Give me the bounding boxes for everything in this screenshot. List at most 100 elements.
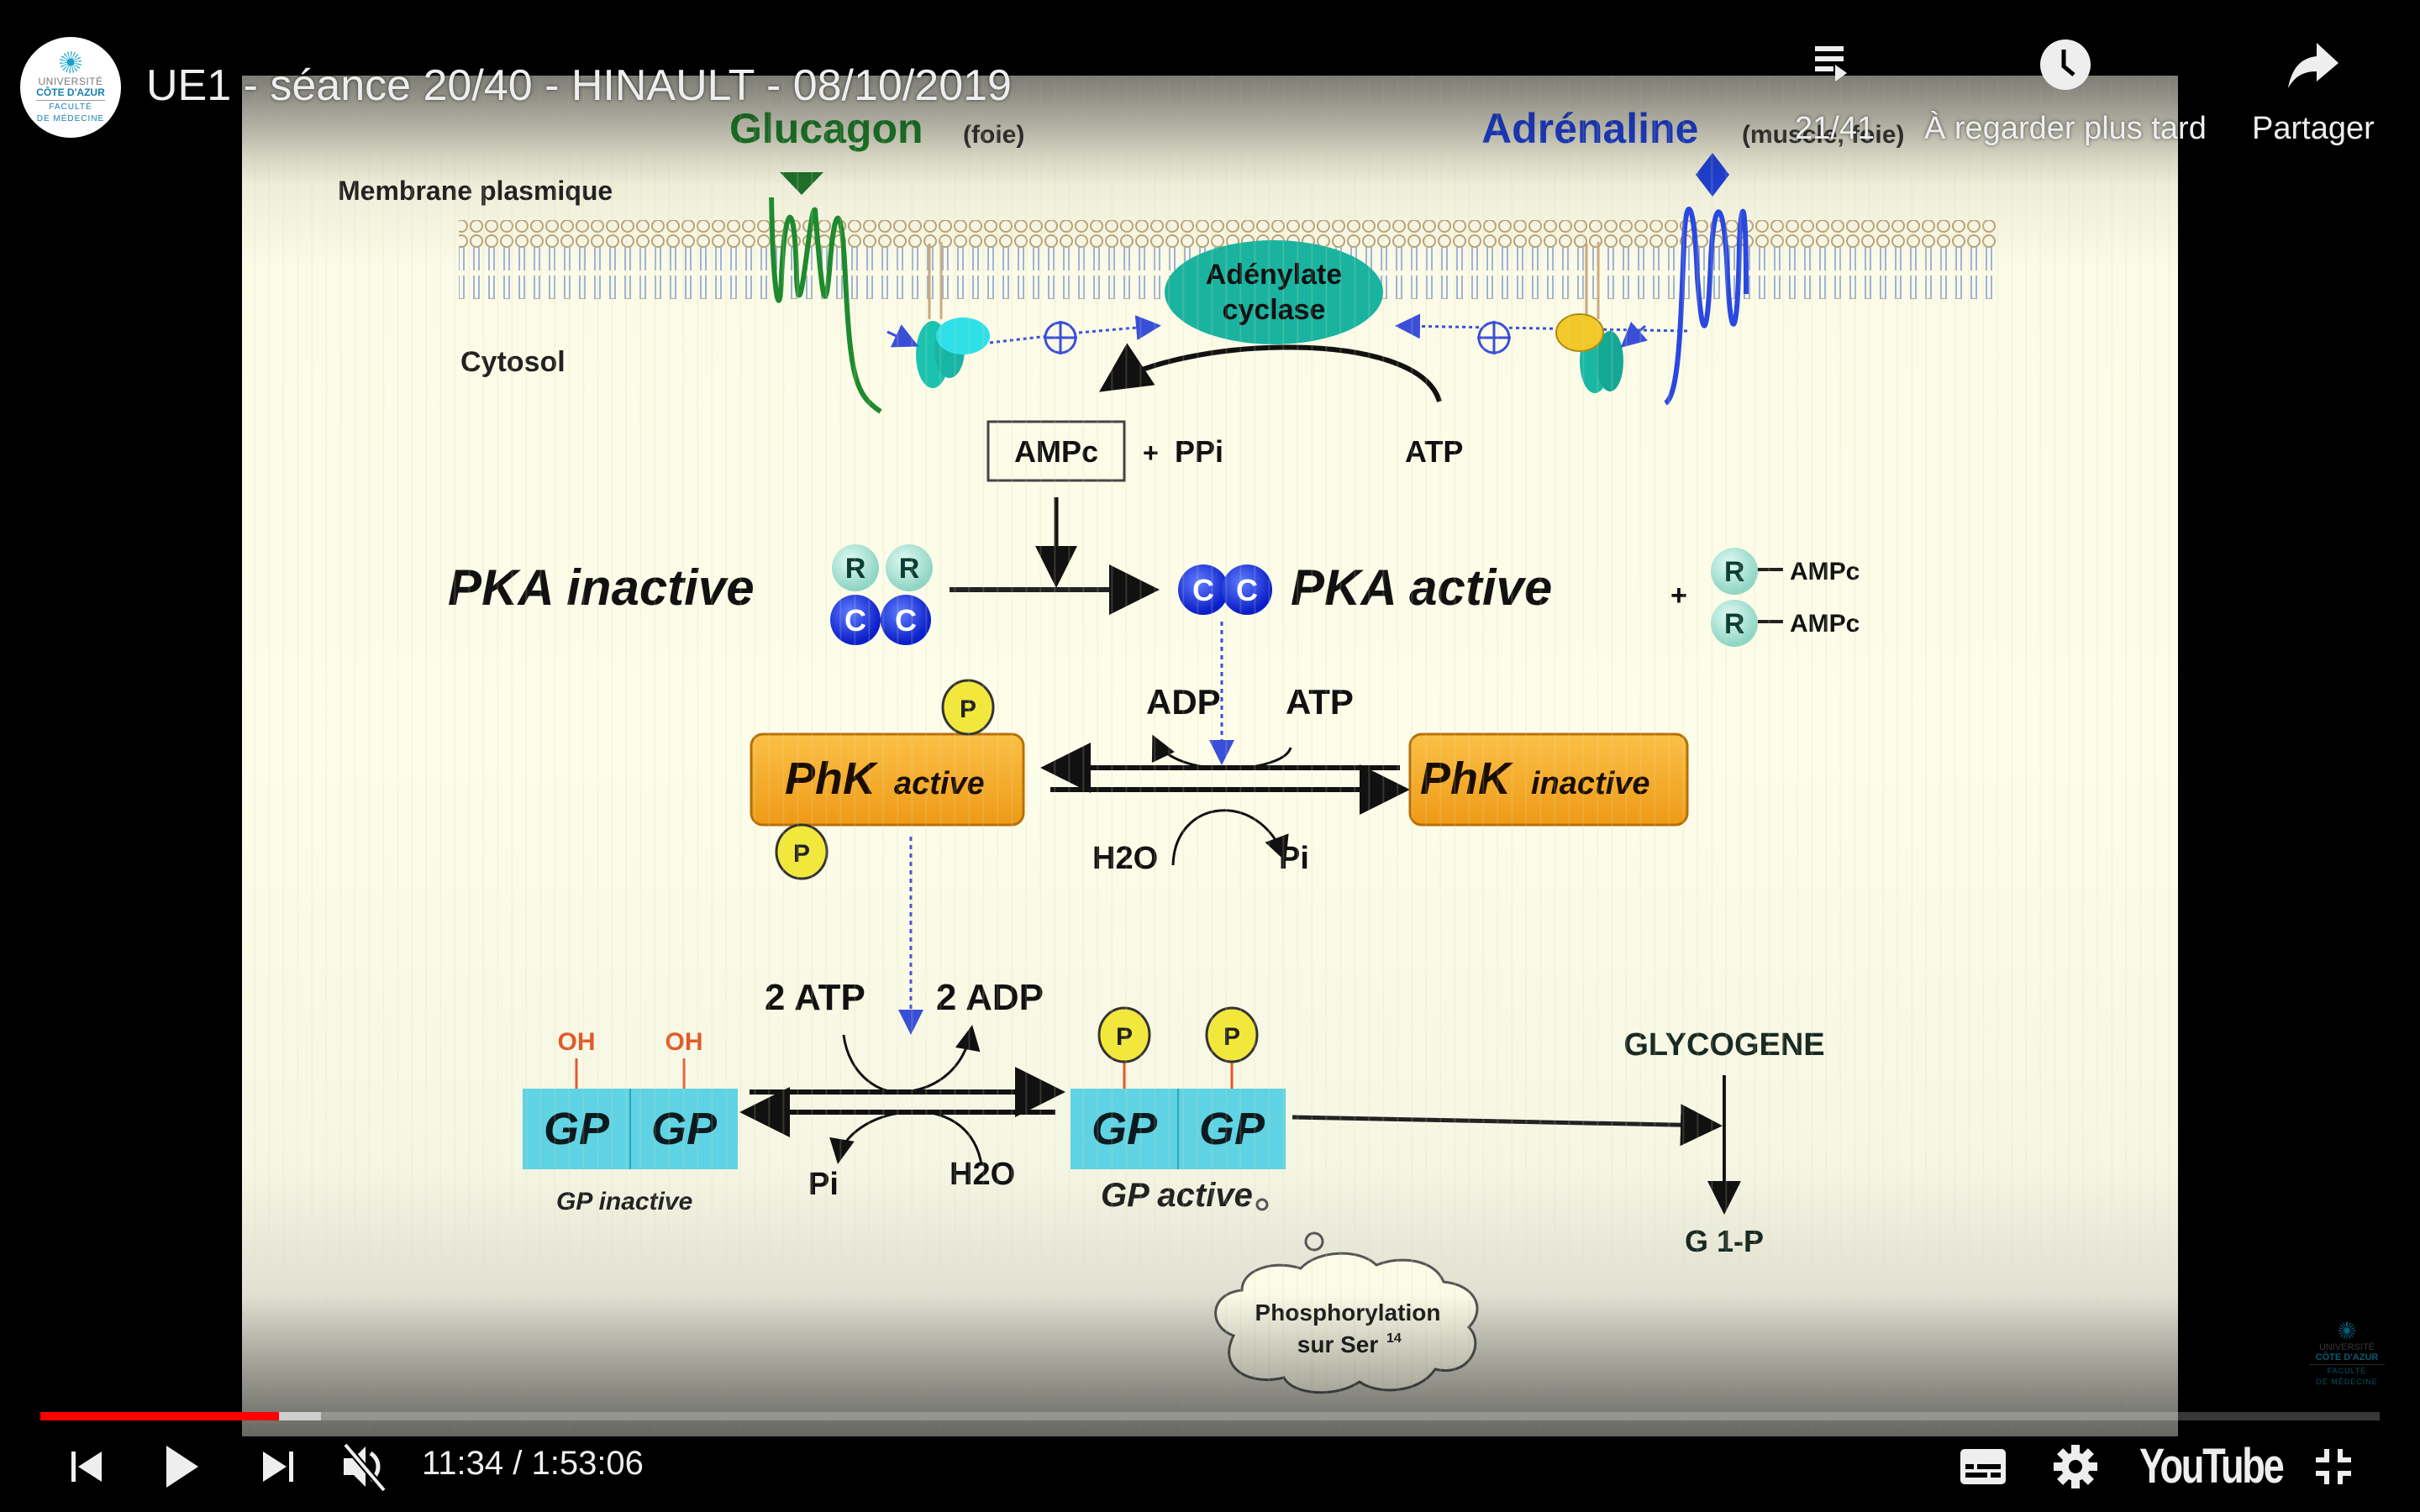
g-protein-right-icon: [1555, 242, 1623, 393]
settings-button[interactable]: [2050, 1438, 2101, 1495]
watermark-line2: CÔTE D'AZUR: [2309, 1352, 2385, 1365]
svg-text:GP: GP: [651, 1104, 718, 1154]
share-button[interactable]: Partager: [2252, 34, 2375, 147]
playlist-icon: [1814, 46, 1847, 81]
stimulation-plus-left-icon: [1044, 321, 1077, 354]
next-button[interactable]: [257, 1438, 299, 1495]
phk-inactive-label: PhK: [1420, 753, 1514, 804]
phk-h2o-label: H2O: [1092, 841, 1158, 876]
watch-later-button[interactable]: À regarder plus tard: [1924, 34, 2207, 147]
play-icon: [166, 1446, 198, 1488]
adrenaline-receptor-icon: [1663, 207, 1749, 406]
g1p-label: G 1-P: [1685, 1224, 1764, 1258]
gear-icon: [2054, 1445, 2097, 1488]
svg-text:R: R: [1724, 556, 1745, 588]
pka-active-label: PKA active: [1291, 559, 1552, 616]
exit-fullscreen-icon: [2316, 1449, 2351, 1484]
gp-active-dimer: GP GP P P: [1071, 1006, 1286, 1169]
glucagon-receptor-icon: [769, 197, 882, 414]
svg-text:C: C: [844, 603, 866, 638]
released-ampc-1: AMPc: [1790, 558, 1860, 585]
channel-logo-line2: CÔTE D'AZUR: [36, 87, 105, 101]
share-icon: [2287, 43, 2338, 88]
g-protein-left-icon: [916, 242, 990, 388]
university-logo-icon: [60, 50, 82, 73]
svg-text:R: R: [845, 553, 866, 585]
playlist-button[interactable]: 21/41: [1795, 34, 1875, 147]
svg-text:C: C: [1236, 573, 1258, 607]
adenylate-cyclase-label-1: Adénylate: [1206, 259, 1343, 291]
svg-text:GP: GP: [1199, 1104, 1265, 1154]
progress-bar[interactable]: [40, 1412, 2380, 1420]
gp-inactive-label: GP inactive: [556, 1188, 692, 1215]
adrenaline-label: Adrénaline: [1481, 105, 1698, 152]
released-ampc-2: AMPc: [1790, 610, 1860, 638]
ppi-label: PPi: [1175, 434, 1223, 469]
glycogenolysis-arrow: [1292, 1104, 1723, 1147]
glycogen-phosphorylase-diagram: Glucagon (foie) Adrénaline (muscle, foie…: [338, 105, 1996, 1394]
pka-catalytic-icon: C C: [1178, 564, 1272, 615]
svg-text:P: P: [793, 840, 810, 868]
skip-previous-icon: [71, 1452, 102, 1482]
channel-logo-line3: FACULTÉ: [49, 102, 92, 112]
skip-next-icon: [263, 1452, 293, 1482]
atp-label: ATP: [1405, 434, 1463, 469]
share-label: Partager: [2252, 111, 2375, 146]
time-display: 11:34 / 1:53:06: [422, 1445, 644, 1482]
video-title[interactable]: UE1 - séance 20/40 - HINAULT - 08/10/201…: [146, 61, 1012, 110]
adenylate-cyclase-label-2: cyclase: [1223, 294, 1326, 326]
phk-active-sub: active: [894, 766, 985, 801]
cyclase-reaction-arrow: [1099, 343, 1442, 402]
gp-active-label: GP active: [1101, 1177, 1253, 1214]
regulatory-ampc-icon: R R: [1711, 548, 1783, 647]
pka-plus: +: [1670, 580, 1687, 612]
phk-atp-label: ATP: [1286, 682, 1354, 722]
exit-fullscreen-button[interactable]: [2312, 1438, 2354, 1495]
svg-text:GP: GP: [544, 1104, 610, 1154]
svg-text:C: C: [1192, 573, 1214, 607]
subtitles-icon: [1960, 1449, 2006, 1484]
watermark-line3: FACULTÉ: [2327, 1367, 2367, 1375]
cloud-line-1: Phosphorylation: [1255, 1299, 1441, 1326]
phk-adp-label: ADP: [1146, 682, 1221, 722]
previous-button[interactable]: [66, 1438, 108, 1495]
pka-inactive-label: PKA inactive: [448, 559, 755, 616]
cytosol-label: Cytosol: [460, 346, 566, 378]
stimulation-plus-right-icon: [1477, 321, 1511, 354]
subtitles-button[interactable]: [1958, 1438, 2008, 1495]
watch-later-label: À regarder plus tard: [1924, 111, 2207, 146]
gp-2adp-label: 2 ADP: [936, 977, 1044, 1018]
phk-active-label: PhK: [785, 753, 879, 804]
membrane-label: Membrane plasmique: [338, 176, 613, 206]
mute-button[interactable]: [339, 1438, 390, 1495]
channel-logo-line4: DE MÉDECINE: [36, 113, 105, 123]
play-button[interactable]: [158, 1438, 205, 1495]
phk-pi-label: Pi: [1279, 841, 1309, 876]
oh-group-1: OH: [558, 1028, 596, 1056]
gp-h2o-label: H2O: [950, 1157, 1015, 1192]
gp-2atp-label: 2 ATP: [765, 977, 865, 1018]
youtube-logo[interactable]: YouTube: [2139, 1439, 2285, 1494]
ampc-label: AMPc: [1014, 434, 1098, 469]
annotation-cloud: Phosphorylation sur Ser 14: [1214, 1198, 1479, 1394]
ampc-box: [986, 420, 1126, 482]
phk-inactive-box: [1408, 732, 1689, 827]
phk-phosphate-top-icon: P: [941, 679, 995, 736]
clock-icon: [2039, 39, 2091, 90]
watermark-logo-icon: [2338, 1322, 2355, 1339]
channel-avatar[interactable]: UNIVERSITÉ CÔTE D'AZUR FACULTÉ DE MÉDECI…: [20, 37, 121, 138]
cloud-line-2: sur Ser: [1297, 1331, 1379, 1357]
glucagon-organ: (foie): [963, 121, 1024, 149]
svg-text:P: P: [960, 696, 976, 723]
gp-inactive-dimer: GP GP OH OH: [523, 1028, 738, 1169]
channel-logo-line1: UNIVERSITÉ: [38, 75, 103, 87]
gp-phosphate-1-icon: [1097, 1006, 1151, 1063]
phk-phosphate-bottom-icon: P: [775, 823, 829, 880]
svg-text:P: P: [1116, 1023, 1133, 1051]
svg-text:GP: GP: [1092, 1104, 1158, 1154]
adenylate-cyclase-icon: [1165, 240, 1383, 344]
phk-inactive-sub: inactive: [1531, 766, 1650, 801]
svg-text:R: R: [1724, 608, 1745, 640]
phk-active-box: [750, 732, 1025, 827]
